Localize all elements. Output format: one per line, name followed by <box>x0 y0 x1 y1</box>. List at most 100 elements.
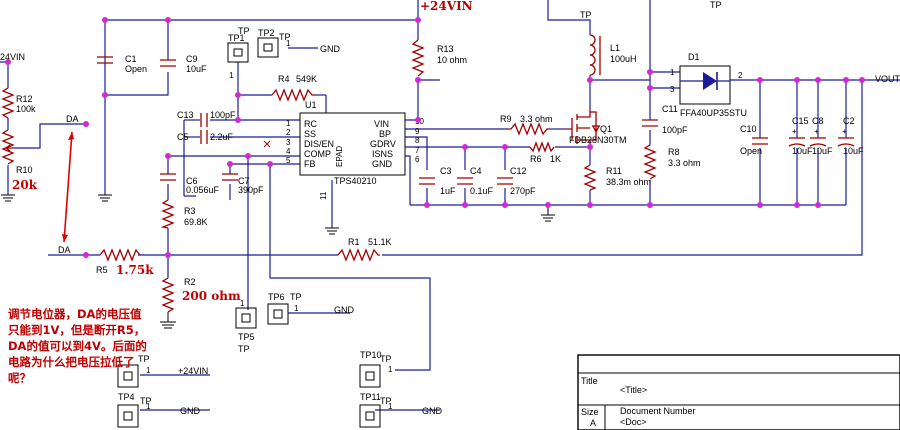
net-24vin-tp: +24VIN <box>178 366 208 376</box>
capacitor-c3: C3 1uF <box>419 166 456 196</box>
svg-text:1uF: 1uF <box>440 186 456 196</box>
title-block: Title <Title> Size A Document Number <Do… <box>577 354 900 430</box>
svg-text:C7: C7 <box>238 176 250 186</box>
svg-text:TP2: TP2 <box>258 28 275 38</box>
svg-text:10 ohm: 10 ohm <box>437 55 467 65</box>
svg-text:TP: TP <box>238 344 250 354</box>
svg-text:A: A <box>590 418 596 428</box>
svg-text:电路为什么把电压拉低了: 电路为什么把电压拉低了 <box>8 355 135 369</box>
svg-text:3: 3 <box>286 138 291 147</box>
svg-text:RC: RC <box>304 119 317 129</box>
svg-text:R1: R1 <box>348 237 360 247</box>
svg-text:FFA40UP35STU: FFA40UP35STU <box>680 108 747 118</box>
svg-text:FB: FB <box>304 159 316 169</box>
capacitor-c7: C7 390pF <box>222 173 264 195</box>
svg-text:D1: D1 <box>688 52 700 62</box>
svg-text:C5: C5 <box>177 132 189 142</box>
svg-text:7: 7 <box>415 146 420 155</box>
svg-text:1: 1 <box>240 299 245 308</box>
capacitor-c4: C4 0.1uF <box>457 166 494 196</box>
svg-text:C10: C10 <box>740 124 757 134</box>
svg-text:R12: R12 <box>16 94 33 104</box>
resistor-r1: R1 51.1K <box>337 237 392 262</box>
resistor-r11: R11 38.3m ohm <box>583 164 651 191</box>
test-point-tp11: TP11 TP 1 <box>359 392 393 428</box>
net-gnd-tp4: GND <box>180 406 201 416</box>
svg-text:Open: Open <box>125 64 147 74</box>
svg-text:Size: Size <box>581 407 599 417</box>
svg-text:51.1K: 51.1K <box>368 237 392 247</box>
test-point-tp5: TP5 TP 1 <box>235 299 257 354</box>
svg-text:R2: R2 <box>184 277 196 287</box>
svg-text:TP6: TP6 <box>268 292 285 302</box>
svg-text:2: 2 <box>286 128 291 137</box>
capacitor-c11: C11 100pF <box>642 104 688 135</box>
svg-text:TP: TP <box>380 396 392 406</box>
tp-tag-top1: TP <box>580 10 592 20</box>
svg-text:C2: C2 <box>843 116 855 126</box>
svg-text:1: 1 <box>670 68 675 77</box>
resistor-r3: R3 69.8K <box>160 199 208 229</box>
svg-text:3.3 ohm: 3.3 ohm <box>668 158 701 168</box>
svg-text:1: 1 <box>286 39 291 48</box>
svg-text:TP11: TP11 <box>360 392 381 402</box>
capacitor-c5: C5 2.2uF <box>177 130 234 144</box>
svg-text:调节电位器，DA的电压值: 调节电位器，DA的电压值 <box>8 307 142 321</box>
svg-text:TP1: TP1 <box>228 33 245 43</box>
svg-text:VIN: VIN <box>374 119 389 129</box>
net-gnd-tp6: GND <box>334 305 355 315</box>
annotation-note: 调节电位器，DA的电压值 只能到1V，但是断开R5， DA的值可以到4V。后面的… <box>8 307 147 385</box>
net-gnd-tp2: GND <box>320 44 341 54</box>
svg-text:+: + <box>842 127 847 136</box>
svg-text:3: 3 <box>670 85 675 94</box>
capacitor-c6: C6 0.056uF <box>160 173 220 195</box>
svg-text:6: 6 <box>415 155 420 164</box>
potentiometer-r10: R10 <box>1 129 33 175</box>
svg-text:R8: R8 <box>668 147 680 157</box>
svg-text:GDRV: GDRV <box>370 139 396 149</box>
svg-text:R11: R11 <box>606 166 622 176</box>
capacitor-c1: C1 Open <box>97 54 147 74</box>
junction-dots <box>5 17 865 258</box>
ic-u1: RC SS DIS/EN COMP FB 1 2 3 4 5 VIN BP GD… <box>286 112 424 200</box>
svg-text:<Doc>: <Doc> <box>620 417 647 427</box>
svg-text:+: + <box>792 127 797 136</box>
svg-text:100k: 100k <box>16 104 36 114</box>
svg-text:Q1: Q1 <box>600 124 612 134</box>
svg-text:TP5: TP5 <box>238 332 255 342</box>
svg-text:1K: 1K <box>550 154 561 164</box>
svg-text:9: 9 <box>415 127 420 136</box>
svg-text:C11: C11 <box>662 104 678 114</box>
svg-text:TP: TP <box>238 26 250 36</box>
inductor-l1: L1 100uH <box>589 34 637 76</box>
svg-text:C9: C9 <box>186 54 198 64</box>
value-r10-annotation: 20k <box>12 178 38 192</box>
svg-text:390pF: 390pF <box>238 185 264 195</box>
svg-text:1: 1 <box>294 304 299 313</box>
resistor-r8: R8 3.3 ohm <box>643 144 701 180</box>
ground-symbols <box>1 194 555 329</box>
svg-text:10uF: 10uF <box>812 146 833 156</box>
resistor-r13: R13 10 ohm <box>411 39 467 77</box>
svg-text:100uH: 100uH <box>610 54 637 64</box>
net-24vin-left: 24VIN <box>0 52 25 62</box>
test-point-tp2: TP2 TP 1 <box>257 28 291 58</box>
svg-text:TP: TP <box>138 354 150 364</box>
wires <box>0 0 900 411</box>
svg-text:C3: C3 <box>440 166 452 176</box>
capacitor-c12: C12 270pF <box>497 166 536 196</box>
svg-text:0.056uF: 0.056uF <box>186 185 220 195</box>
svg-text:C12: C12 <box>510 166 527 176</box>
resistor-r5: R5 <box>96 248 141 275</box>
svg-text:TP: TP <box>140 396 152 406</box>
svg-text:10uF: 10uF <box>186 64 207 74</box>
svg-text:R5: R5 <box>96 265 108 275</box>
capacitor-c9: C9 10uF <box>160 54 207 74</box>
svg-text:Title: Title <box>581 376 598 386</box>
net-da-1: DA <box>66 114 79 124</box>
value-r2-annotation: 200 ohm <box>182 289 241 303</box>
net-gnd-tp11: GND <box>422 406 443 416</box>
resistor-r12: R12 100k <box>1 87 36 119</box>
svg-text:100pF: 100pF <box>210 110 236 120</box>
